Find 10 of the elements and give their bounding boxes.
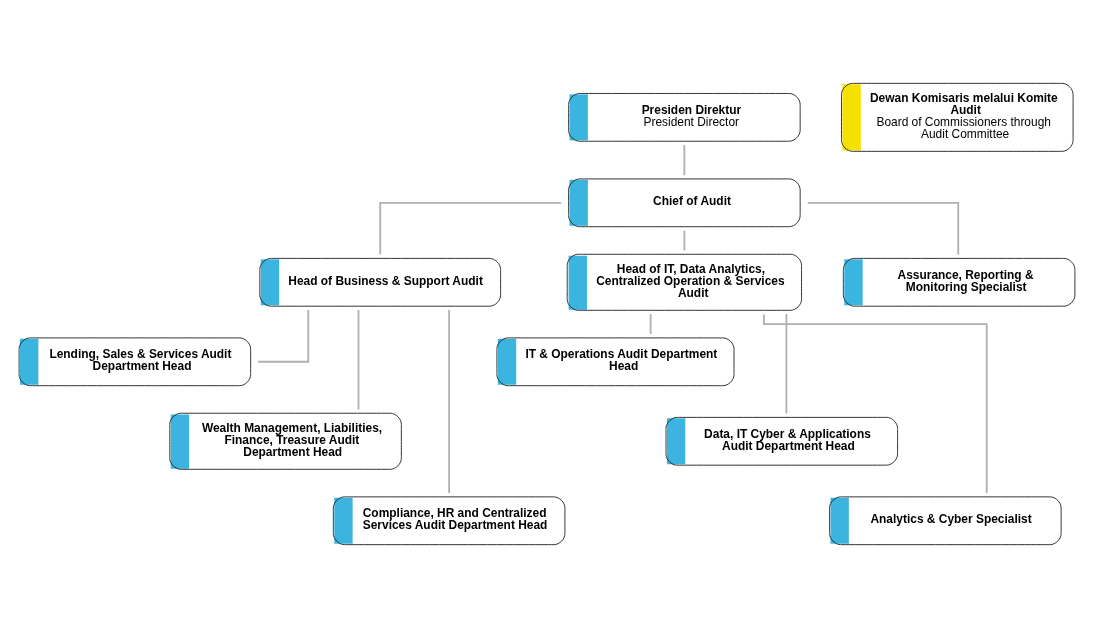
connector — [785, 312, 788, 414]
connector — [357, 308, 360, 410]
connector — [683, 143, 686, 176]
connector — [762, 313, 988, 494]
connector — [379, 201, 563, 255]
connector — [448, 308, 451, 494]
connector — [257, 308, 310, 363]
connector — [806, 201, 960, 255]
connector — [683, 229, 686, 251]
connector — [649, 312, 652, 335]
